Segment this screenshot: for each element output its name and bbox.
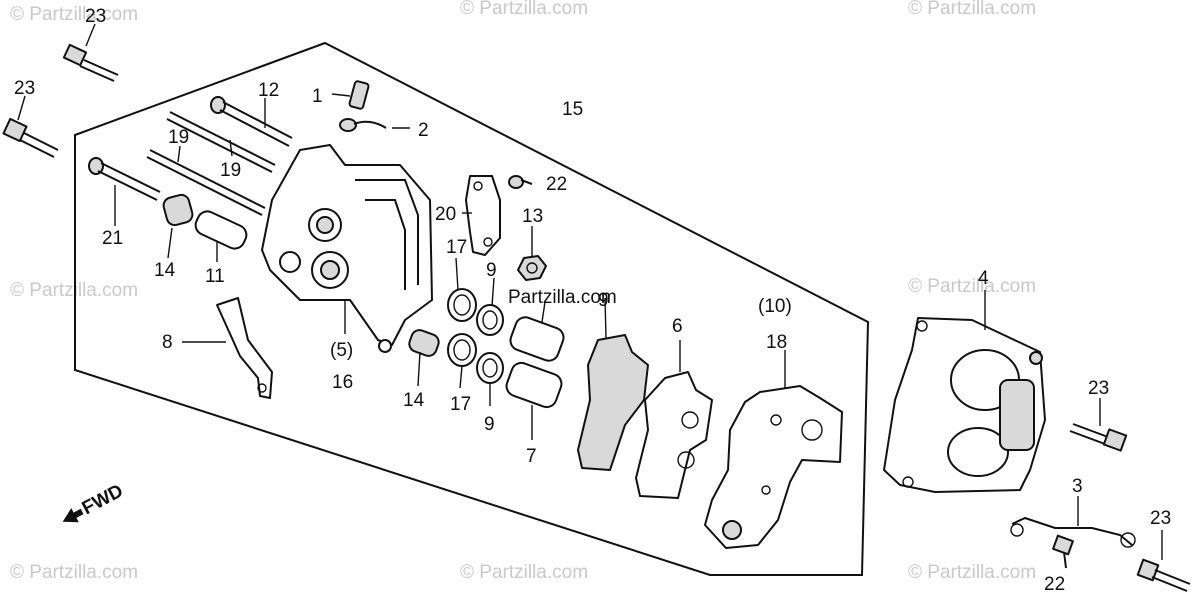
label-6: 6 [672, 316, 683, 337]
label-9: 9 [486, 260, 497, 281]
caliper-body-5 [261, 144, 433, 353]
label-2: 2 [418, 120, 429, 141]
label-22: 22 [1044, 574, 1065, 595]
bolt-23-bottom [1136, 558, 1191, 592]
label-19: 19 [168, 127, 189, 148]
label-7: 7 [526, 446, 537, 467]
pin-bolt-21 [88, 157, 161, 201]
seal-17-upper [447, 288, 477, 322]
pin-19-lower [146, 149, 266, 216]
watermark: © Partzilla.com [460, 0, 588, 19]
fwd-label: FWD [79, 480, 127, 519]
label-22: 22 [546, 174, 567, 195]
leader-17 [455, 257, 459, 291]
bolt-23-left [2, 117, 59, 158]
label-5: (5) [330, 340, 353, 361]
label-18: 18 [766, 332, 787, 353]
leader-23 [85, 23, 96, 47]
label-8: 8 [162, 332, 173, 353]
watermark: © Partzilla.com [908, 0, 1036, 19]
caliper-assembly-4 [883, 317, 1046, 493]
label-10: (10) [758, 296, 792, 317]
label-13: 13 [522, 206, 543, 227]
label-14: 14 [154, 260, 176, 281]
label-15: 15 [562, 99, 583, 120]
watermark: © Partzilla.com [10, 562, 138, 583]
part-labels: 23 23 12 1 2 15 19 19 22 20 13 21 17 14 … [14, 6, 1171, 595]
bolt-23-right [1069, 423, 1128, 452]
leader-19 [229, 139, 233, 157]
pad-retainer-20 [465, 175, 501, 256]
label-23: 23 [1088, 378, 1109, 399]
boot-14 [162, 193, 194, 227]
label-9: 9 [484, 414, 495, 435]
label-23: 23 [14, 78, 35, 99]
label-11: 11 [205, 266, 225, 287]
leader-9 [491, 277, 495, 307]
piston-upper [509, 316, 565, 362]
leader-14 [417, 351, 421, 387]
fwd-arrow-icon: FWD [62, 480, 127, 523]
leader-pad [604, 297, 607, 339]
label-1: 1 [312, 86, 323, 107]
nut-13 [517, 255, 547, 281]
label-16: 16 [332, 372, 353, 393]
assembly-frame [74, 41, 870, 576]
pin-19-upper [166, 111, 276, 173]
bolt-22-top [508, 175, 533, 189]
bolt-23-top [62, 43, 119, 82]
label-20: 20 [435, 204, 456, 225]
pin-bolt-12 [210, 96, 293, 147]
bleeder-valve-1 [348, 80, 370, 110]
caliper-bracket-18 [704, 385, 843, 549]
pad-spring-8 [216, 297, 273, 399]
label-19: 19 [220, 160, 241, 181]
brake-pad-outer [577, 334, 649, 471]
leader-23 [17, 95, 26, 121]
label-21: 21 [102, 228, 123, 249]
label-17: 17 [446, 237, 467, 258]
brake-pad-inner-6 [635, 371, 713, 499]
watermark: © Partzilla.com [908, 562, 1036, 583]
leader-17 [459, 365, 463, 389]
watermark: © Partzilla.com [460, 562, 588, 583]
label-17: 17 [450, 394, 471, 415]
sleeve-11 [194, 210, 248, 250]
bolt-22-bottom [1052, 534, 1074, 569]
leader-19 [177, 145, 181, 163]
center-watermark: Partzilla.com [508, 287, 617, 308]
seal-9-lower [476, 352, 504, 384]
leader-1 [331, 93, 351, 97]
label-23: 23 [1150, 508, 1171, 529]
watermark: © Partzilla.com [908, 276, 1036, 297]
bleeder-cap-2 [339, 118, 387, 132]
label-14: 14 [403, 390, 425, 411]
leader-piston [541, 301, 546, 323]
piston-lower [505, 361, 563, 409]
label-9: 9 [598, 290, 609, 311]
label-4: 4 [978, 268, 989, 289]
leader-14 [167, 227, 173, 259]
seal-17-lower [447, 333, 477, 367]
boot-14-lower [408, 329, 440, 357]
seal-9-upper [476, 304, 504, 336]
retainer-spring-3 [1010, 516, 1136, 548]
label-12: 12 [258, 80, 279, 101]
watermark: © Partzilla.com [10, 4, 138, 25]
label-3: 3 [1072, 476, 1083, 497]
label-23: 23 [85, 6, 106, 27]
